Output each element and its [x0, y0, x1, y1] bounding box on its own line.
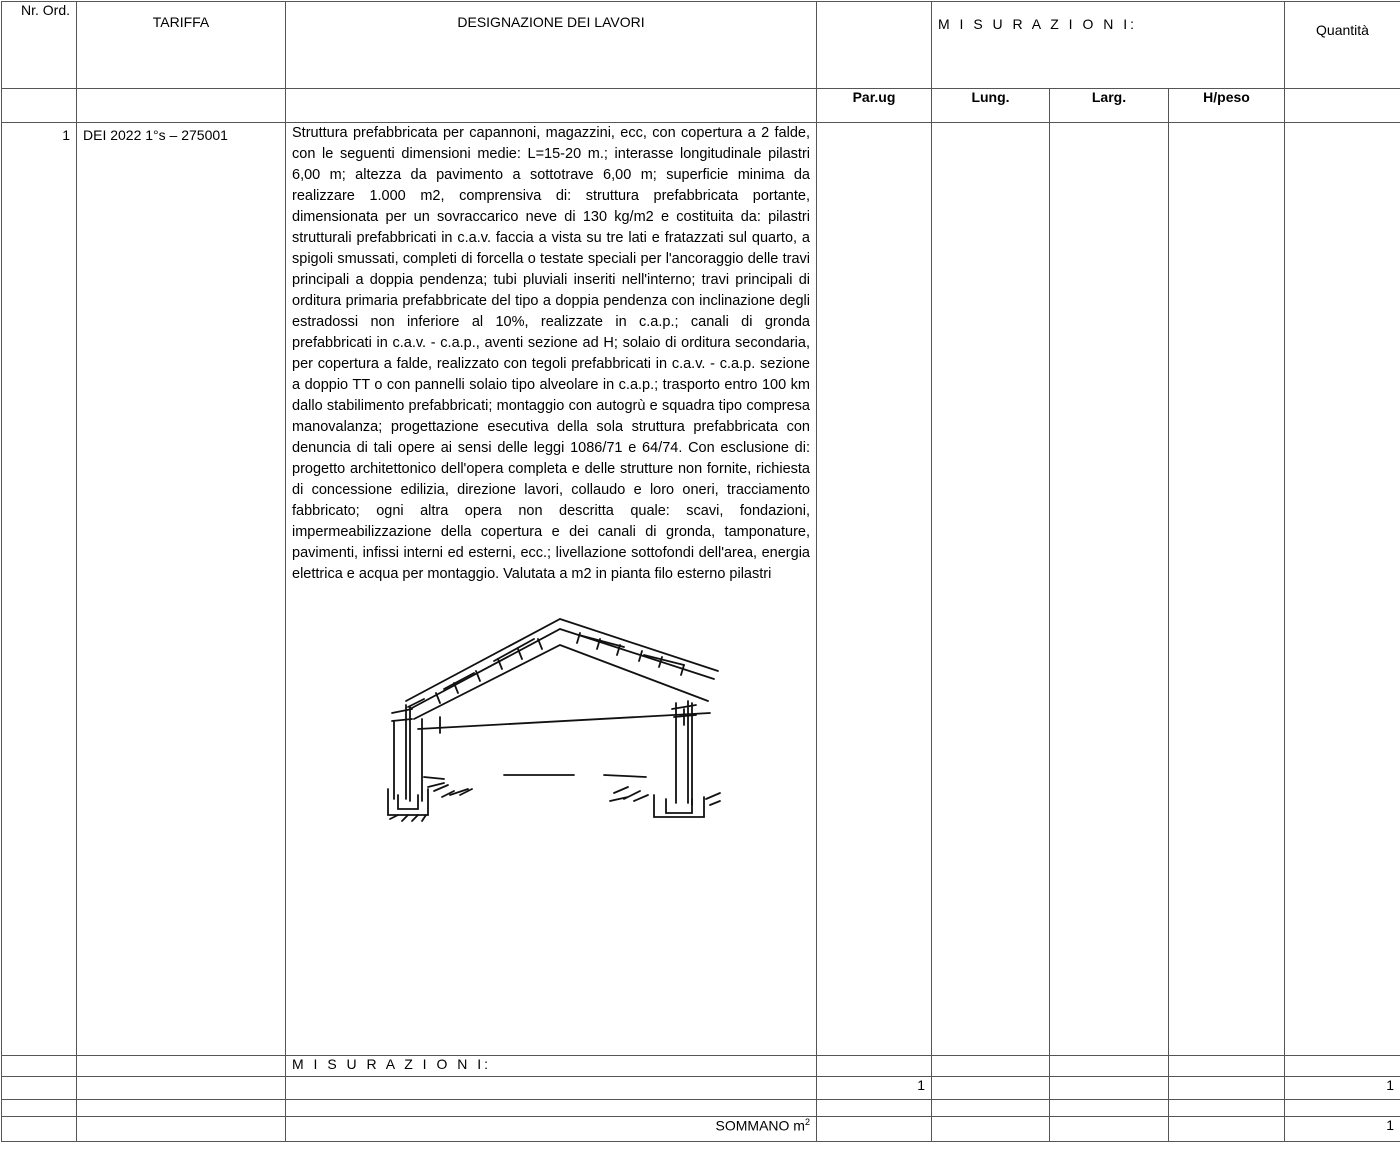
sum-blank-nr	[1, 1116, 77, 1142]
header-misurazioni: M I S U R A Z I O N I:	[930, 1, 1286, 89]
sommano-label-cell: SOMMANO m2	[285, 1116, 817, 1142]
mis-blank-nr	[1, 1055, 77, 1077]
mis-blank-par	[816, 1055, 932, 1077]
header-designazione: DESIGNAZIONE DEI LAVORI	[285, 1, 817, 89]
item-description: Struttura prefabbricata per capannoni, m…	[292, 125, 810, 582]
header-quantita: Quantità	[1284, 1, 1400, 89]
gap-7	[1167, 1099, 1286, 1117]
item-lung	[931, 122, 1050, 1056]
header-blank	[816, 1, 932, 89]
sommano-label: SOMMANO m	[715, 1117, 805, 1134]
header2-blank-tariffa	[76, 88, 286, 123]
sommano-quantity: 1	[1284, 1116, 1400, 1142]
item-par-ug	[816, 122, 932, 1056]
measurement-row: 1 1	[1, 1076, 1400, 1100]
misurazioni-label-row: M I S U R A Z I O N I:	[1, 1055, 1400, 1077]
mis-blank-lung	[931, 1055, 1050, 1077]
computo-metrico-table: Nr. Ord. TARIFFA DESIGNAZIONE DEI LAVORI…	[1, 1, 1400, 1142]
item-larg	[1049, 122, 1169, 1056]
sommano-unit-exponent: 2	[804, 1117, 810, 1128]
sum-blank-par	[816, 1116, 932, 1142]
measurement-par-ug: 1	[816, 1076, 932, 1100]
header2-blank-desc	[285, 88, 817, 123]
gap-2	[76, 1099, 286, 1117]
header-lung: Lung.	[931, 88, 1050, 123]
header2-blank-nr	[1, 88, 77, 123]
header-par-ug: Par.ug	[816, 88, 932, 123]
misurazioni-label: M I S U R A Z I O N I:	[285, 1055, 817, 1077]
meas-blank-larg	[1049, 1076, 1169, 1100]
item-nr: 1	[1, 122, 77, 1056]
sum-blank-larg	[1049, 1116, 1169, 1142]
meas-blank-h	[1167, 1076, 1286, 1100]
gap-8	[1284, 1099, 1400, 1117]
sum-blank-lung	[931, 1116, 1050, 1142]
measurement-quantity: 1	[1284, 1076, 1400, 1100]
gap-3	[285, 1099, 817, 1117]
gap-1	[1, 1099, 77, 1117]
gap-4	[816, 1099, 932, 1117]
meas-blank-lung	[931, 1076, 1050, 1100]
meas-blank-tariffa	[76, 1076, 286, 1100]
meas-blank-nr	[1, 1076, 77, 1100]
building-section-sketch	[387, 618, 721, 822]
header-h-peso: H/peso	[1167, 88, 1286, 123]
header-nr-ord: Nr. Ord.	[1, 1, 77, 89]
header-tariffa: TARIFFA	[76, 1, 286, 89]
item-tariffa: DEI 2022 1°s – 275001	[76, 122, 286, 1056]
mis-blank-h	[1167, 1055, 1286, 1077]
sum-blank-tariffa	[76, 1116, 286, 1142]
mis-blank-q	[1284, 1055, 1400, 1077]
item-description-cell: Struttura prefabbricata per capannoni, m…	[285, 122, 817, 1056]
sum-blank-h	[1167, 1116, 1286, 1142]
item-quantita	[1284, 122, 1400, 1056]
mis-blank-tariffa	[76, 1055, 286, 1077]
gap-6	[1049, 1099, 1169, 1117]
mis-blank-larg	[1049, 1055, 1169, 1077]
header-row-1: Nr. Ord. TARIFFA DESIGNAZIONE DEI LAVORI…	[1, 1, 1400, 89]
meas-blank-desc	[285, 1076, 817, 1100]
item-h-peso	[1167, 122, 1286, 1056]
header-larg: Larg.	[1049, 88, 1169, 123]
sommano-row: SOMMANO m2 1	[1, 1116, 1400, 1142]
header2-blank-quantita	[1284, 88, 1400, 123]
gap-5	[931, 1099, 1050, 1117]
gap-row	[1, 1099, 1400, 1117]
header-row-2: Par.ug Lung. Larg. H/peso	[1, 88, 1400, 123]
item-row: 1 DEI 2022 1°s – 275001 Struttura prefab…	[1, 122, 1400, 1056]
